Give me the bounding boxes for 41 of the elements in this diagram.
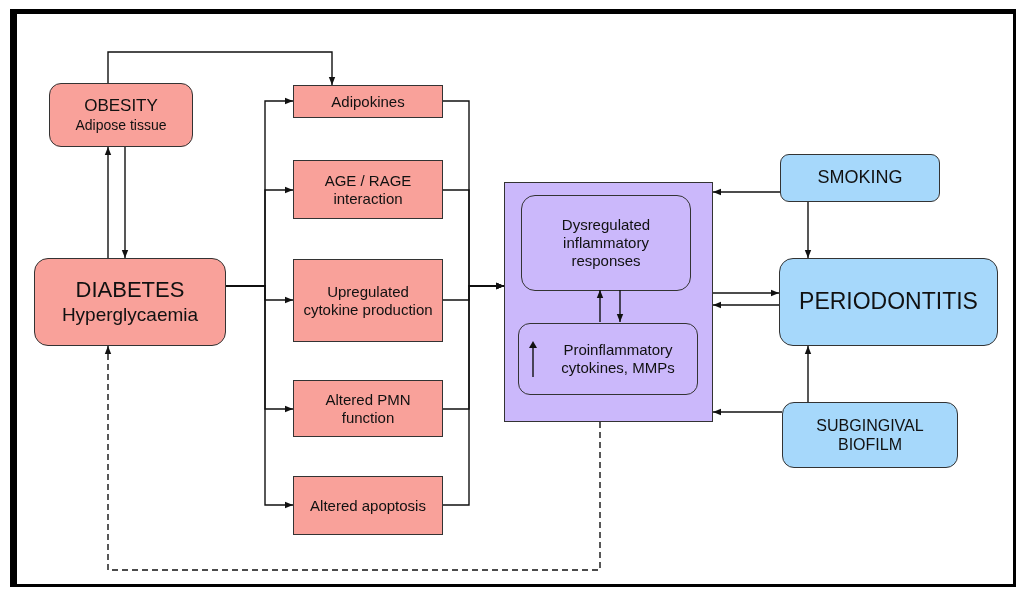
- node-subtitle: Adipose tissue: [75, 116, 167, 134]
- arrow: [442, 282, 505, 506]
- process-box: [293, 476, 443, 535]
- arrow: [596, 289, 604, 323]
- process-box: [518, 323, 698, 395]
- factor-box: [782, 402, 958, 468]
- process-box: [293, 259, 443, 342]
- node-title: Dysregulated inflammatory responses: [560, 216, 652, 270]
- node-subtitle: Hyperglycaemia: [61, 303, 199, 327]
- node-title: Proinflammatory cytokines, MMPs: [560, 341, 676, 377]
- condition-box: [34, 258, 226, 346]
- arrow: [107, 51, 336, 86]
- node-title: PERIODONTITIS: [799, 288, 978, 316]
- node-title: Upregulated cytokine production: [302, 282, 434, 319]
- node-title: Altered PMN function: [324, 390, 412, 427]
- arrow: [712, 301, 780, 309]
- node-title: DIABETES: [75, 277, 185, 304]
- arrow: [712, 188, 781, 196]
- arrow: [712, 408, 783, 416]
- condition-box: [49, 83, 193, 147]
- process-box: [293, 380, 443, 437]
- arrow: [712, 289, 780, 297]
- node-title: OBESITY: [84, 96, 158, 117]
- node-title: SMOKING: [817, 167, 903, 189]
- arrow: [804, 345, 812, 403]
- process-box: [293, 85, 443, 118]
- node-title: AGE / RAGE interaction: [323, 171, 413, 208]
- node-title: Altered apoptosis: [310, 496, 426, 515]
- arrow: [225, 285, 294, 509]
- disease-box: [779, 258, 998, 346]
- node-title: Adipokines: [331, 92, 405, 111]
- group-box: [504, 182, 713, 422]
- process-box: [521, 195, 691, 291]
- arrow: [104, 345, 601, 571]
- arrow: [616, 289, 624, 323]
- node-title: SUBGINGIVAL BIOFILM: [815, 415, 925, 455]
- process-box: [293, 160, 443, 219]
- arrow: [804, 201, 812, 259]
- factor-box: [780, 154, 940, 202]
- arrow: [121, 146, 129, 259]
- arrow: [104, 146, 112, 259]
